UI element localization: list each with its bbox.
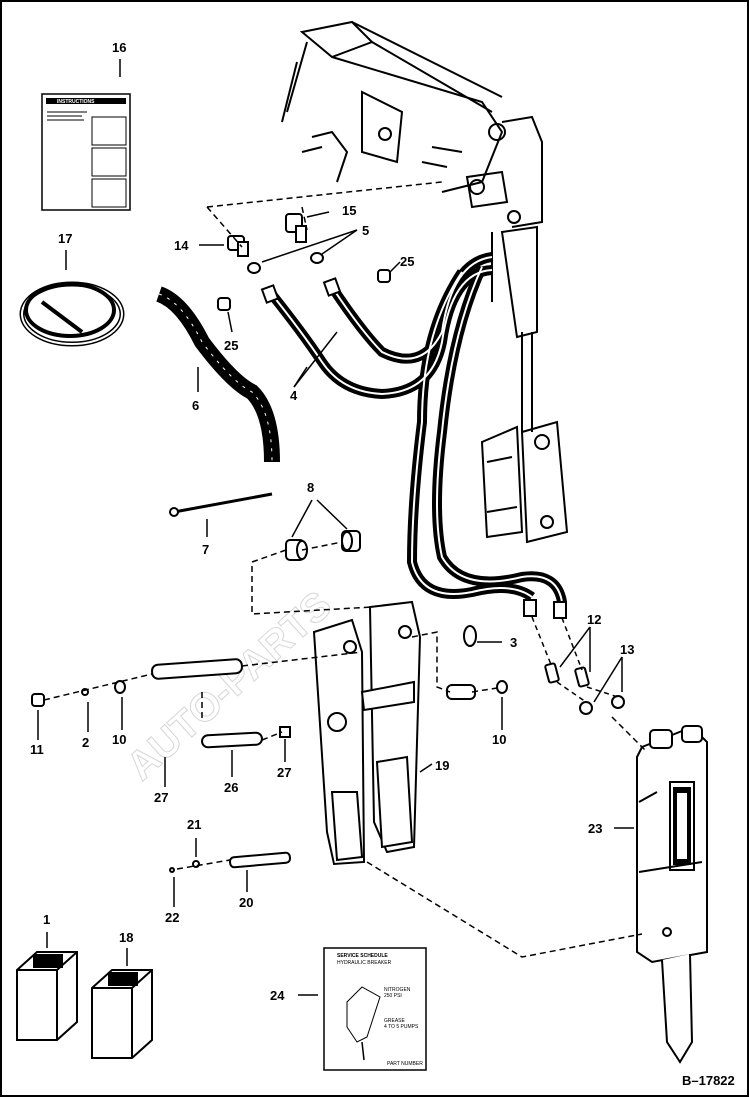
decal-24-nitrogen-line1: NITROGEN (384, 987, 411, 993)
product-box-1 (16, 951, 78, 1041)
callout-11: 11 (30, 742, 44, 757)
callouts: 16 17 14 15 5 25 25 6 4 8 7 3 12 13 11 2… (30, 40, 634, 1003)
callout-27-right: 27 (277, 765, 291, 780)
callout-25-lower: 25 (224, 338, 238, 353)
callout-5: 5 (362, 223, 369, 238)
decal-24-grease-line2: 4 TO 5 PUMPS (384, 1024, 419, 1030)
decal-24-nitrogen-line2: 250 PSI (384, 993, 402, 999)
document-id: B–17822 (682, 1073, 735, 1088)
callout-10-right: 10 (492, 732, 506, 747)
callout-10-left: 10 (112, 732, 126, 747)
couplers (544, 662, 625, 715)
callout-21: 21 (187, 817, 201, 832)
bolt-assembly (169, 851, 291, 873)
callout-15: 15 (342, 203, 356, 218)
decal-24-title: SERVICE SCHEDULE (337, 953, 388, 959)
decal-24-footer: PART NUMBER (387, 1061, 423, 1067)
decal-16-title: INSTRUCTIONS (57, 99, 95, 105)
callout-18: 18 (119, 930, 133, 945)
rod (169, 492, 273, 517)
callout-25-upper: 25 (400, 254, 414, 269)
service-decal: SERVICE SCHEDULE HYDRAULIC BREAKER NITRO… (323, 947, 427, 1071)
callout-4: 4 (290, 388, 298, 403)
hose-coil (19, 281, 125, 347)
callout-23: 23 (588, 821, 602, 836)
callout-24: 24 (270, 988, 285, 1003)
callout-8: 8 (307, 480, 314, 495)
decal-24-grease-line1: GREASE (384, 1018, 406, 1024)
callout-14: 14 (174, 238, 189, 253)
callout-16: 16 (112, 40, 126, 55)
pin-hardware (31, 625, 508, 749)
callout-7: 7 (202, 542, 209, 557)
hose (155, 286, 280, 463)
decal-24-subtitle: HYDRAULIC BREAKER (337, 960, 392, 966)
hydraulic-hoses (266, 252, 567, 604)
callout-3: 3 (510, 635, 517, 650)
fittings (217, 213, 391, 311)
callout-20: 20 (239, 895, 253, 910)
callout-19: 19 (435, 758, 449, 773)
callout-22: 22 (165, 910, 179, 925)
mount-plates (312, 600, 422, 866)
callout-13: 13 (620, 642, 634, 657)
callout-12: 12 (587, 612, 601, 627)
instruction-decal: INSTRUCTIONS (41, 93, 131, 211)
hydraulic-breaker (636, 725, 708, 1064)
callout-17: 17 (58, 231, 72, 246)
callout-27-left: 27 (154, 790, 168, 805)
callout-6: 6 (192, 398, 199, 413)
cylinder-bracket (480, 420, 569, 544)
watermark: AUTO-PARTS (119, 583, 341, 789)
loader-arm (281, 20, 543, 432)
callout-2: 2 (82, 735, 89, 750)
callout-26: 26 (224, 780, 238, 795)
callout-1: 1 (43, 912, 50, 927)
product-box-18 (91, 969, 153, 1059)
